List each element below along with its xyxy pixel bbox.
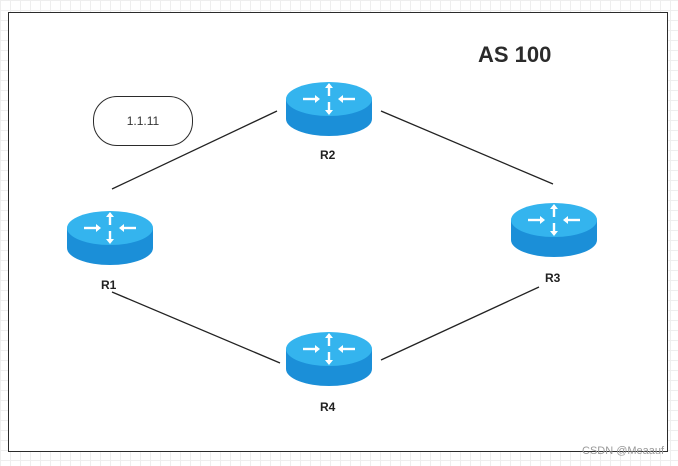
- ip-callout[interactable]: 1.1.11: [93, 96, 193, 146]
- ip-callout-text: 1.1.11: [126, 114, 160, 128]
- router-r2-icon[interactable]: [284, 80, 374, 138]
- link-r4-r1: [111, 291, 281, 364]
- router-r4-icon[interactable]: [284, 330, 374, 388]
- link-r2-r3: [380, 110, 554, 185]
- router-r3-label: R3: [545, 271, 561, 285]
- router-r1-icon[interactable]: [65, 209, 155, 267]
- router-r4-label: R4: [320, 400, 336, 414]
- router-r3-icon[interactable]: [509, 201, 599, 259]
- link-r1-r2: [111, 110, 278, 190]
- router-r1-label: R1: [101, 278, 117, 292]
- link-r3-r4: [380, 286, 540, 361]
- router-r2-label: R2: [320, 148, 336, 162]
- as-label: AS 100: [478, 42, 552, 67]
- watermark: CSDN @Meaauf: [582, 445, 665, 457]
